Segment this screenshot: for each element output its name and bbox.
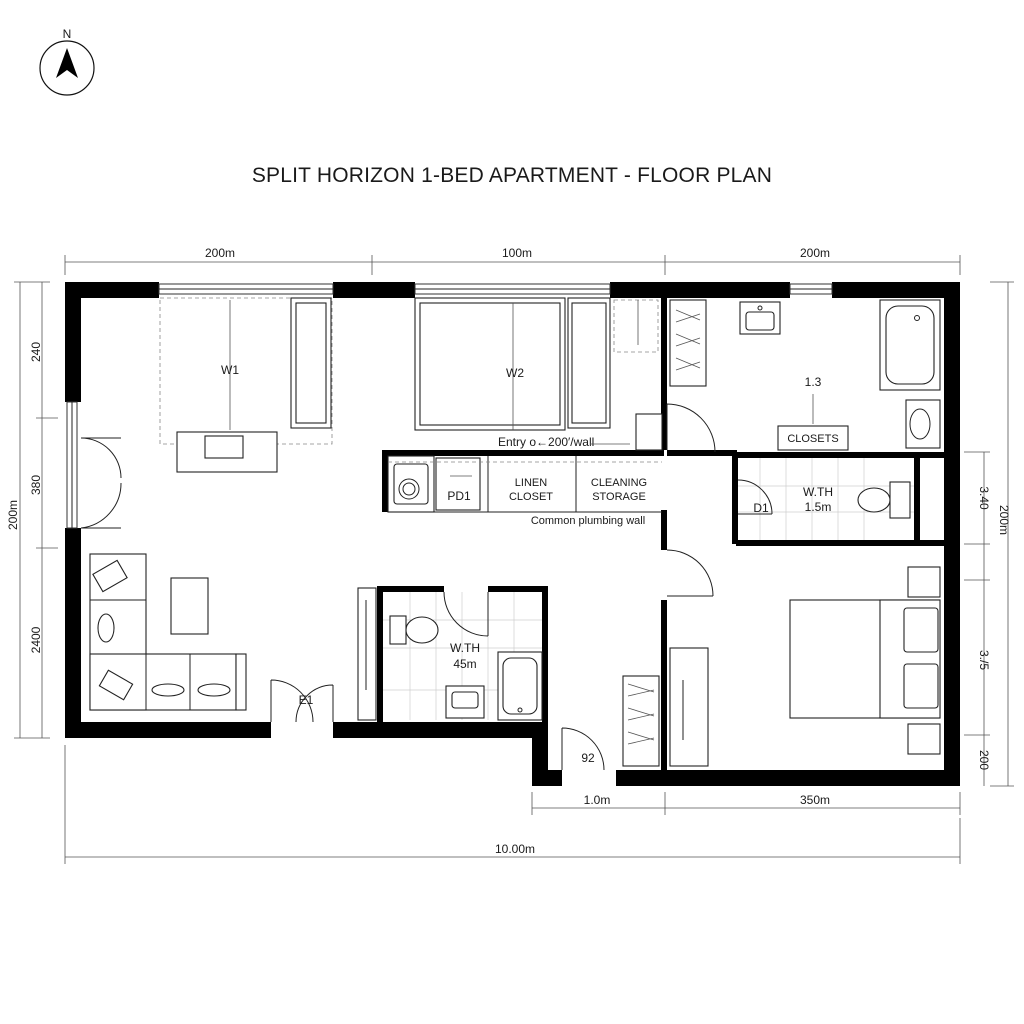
entry-note: Entry o←200′/wall: [498, 435, 594, 449]
entry-door-label: E1: [299, 693, 314, 707]
wc-upper-label-line2: 1.5m: [805, 500, 832, 514]
dim-left-lower: 2400: [29, 626, 43, 653]
plan-title: SPLIT HORIZON 1-BED APARTMENT - FLOOR PL…: [252, 164, 772, 187]
cleaning-storage-label-line2: STORAGE: [592, 491, 646, 503]
sofa: [89, 553, 247, 711]
wc-upper-label-line1: W.TH: [803, 485, 833, 499]
linen-closet-label-line2: CLOSET: [509, 491, 553, 503]
dim-top-left: 200m: [205, 246, 235, 260]
plumbing-note: Common plumbing wall: [531, 515, 645, 527]
dim-left-overall: 200m: [6, 500, 20, 530]
dim-right-lower: 200: [977, 750, 991, 770]
closets-row: PD1 LINEN CLOSET CLEANING STORAGE Common…: [387, 455, 662, 527]
dim-left-middle: 380: [29, 475, 43, 495]
w2-area: W2 Entry o←200′/wall: [414, 297, 663, 451]
dim-right-overall: 200m: [997, 505, 1011, 535]
wc-lower-label-line1: W.TH: [450, 641, 480, 655]
dim-right-middle: 3./5: [977, 650, 991, 670]
linen-closet-label-line1: LINEN: [515, 477, 547, 489]
w2-label: W2: [506, 366, 524, 380]
dim-overall: 10.00m: [495, 842, 535, 856]
north-label: N: [63, 27, 72, 41]
dim-bottom-left: 1.0m: [584, 793, 611, 807]
windows: [66, 283, 833, 529]
door-d1-label: D1: [753, 501, 769, 515]
dim-left-upper: 240: [29, 342, 43, 362]
wc-lower-label-line2: 45m: [453, 657, 476, 671]
dim-top-middle: 100m: [502, 246, 532, 260]
closets-ref-label: 1.3: [805, 375, 822, 389]
dimension-lines: [14, 255, 1014, 864]
w1-label: W1: [221, 363, 239, 377]
north-arrow-icon: N: [39, 27, 95, 96]
doors: E1 92 D1: [80, 403, 773, 771]
walls: [65, 282, 960, 786]
dim-top-right: 200m: [800, 246, 830, 260]
door-92-label: 92: [581, 751, 595, 765]
upper-bathroom: W.TH 1.5m: [738, 458, 914, 540]
dimension-labels: 200m 100m 200m 240 380 200m 2400 3.40 20…: [6, 246, 1011, 856]
dim-right-upper: 3.40: [977, 486, 991, 510]
closets-label: CLOSETS: [787, 433, 838, 445]
dressing-area: CLOSETS 1.3: [669, 299, 941, 451]
pd1-label: PD1: [447, 489, 471, 503]
dim-bottom-right: 350m: [800, 793, 830, 807]
cleaning-storage-label-line1: CLEANING: [591, 477, 647, 489]
lower-bathroom: W.TH 45m: [357, 587, 543, 721]
bedroom: [622, 566, 941, 767]
w1-area: W1: [159, 297, 333, 473]
